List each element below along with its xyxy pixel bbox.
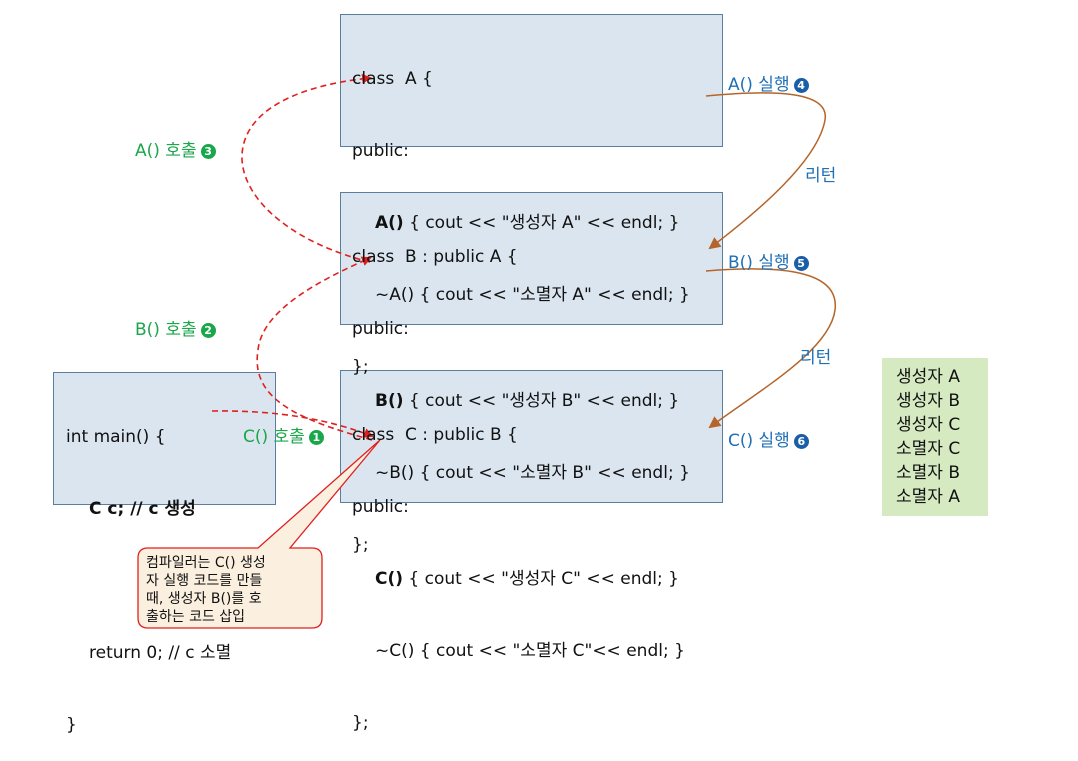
class-c-box [340, 370, 723, 503]
class-b-ctor-name: B() [375, 391, 404, 411]
class-a-line1: class A { [352, 69, 433, 89]
callout-note: 컴파일러는 C() 생성 자 실행 코드를 만들 때, 생성자 B()를 호 출… [146, 554, 318, 626]
class-c-line2: public: [352, 497, 409, 517]
main-line5: } [66, 715, 77, 735]
run-c-text: C() 실행 [728, 431, 790, 451]
class-b-dtor: ~B() { cout << "소멸자 B" << endl; } [375, 463, 690, 483]
output-line: 생성자 C [896, 415, 961, 435]
step-6-badge: 6 [793, 434, 809, 449]
callout-line2: 자 실행 코드를 만들 [146, 573, 263, 589]
callout-line3: 때, 생성자 B()를 호 [146, 591, 262, 607]
class-c-ctor: C() { cout << "생성자 C" << endl; } [352, 567, 685, 591]
step-3-badge: 3 [200, 144, 216, 159]
return-label-1: 리턴 [805, 166, 837, 186]
return-label-2: 리턴 [800, 348, 832, 368]
class-c-line1: class C : public B { [352, 425, 518, 445]
class-b-end: }; [352, 535, 369, 555]
class-a-ctor-body: { cout << "생성자 A" << endl; } [403, 213, 680, 233]
step-2-badge: 2 [200, 323, 216, 338]
callout-bubble [137, 439, 381, 629]
class-a-line2: public: [352, 141, 409, 161]
class-b-line2: public: [352, 319, 409, 339]
class-a-code: class A { public: A() { cout << "생성자 A" … [352, 19, 690, 403]
return-b-arrow [705, 268, 836, 429]
output-line: 생성자 A [896, 367, 960, 387]
step-1-badge: 1 [308, 430, 324, 445]
class-b-code: class B : public A { public: B() { cout … [352, 197, 690, 581]
class-c-dtor: ~C() { cout << "소멸자 C"<< endl; } [375, 641, 685, 661]
call-b-text: B() 호출 [135, 320, 197, 340]
step-5-badge: 5 [793, 256, 809, 271]
call-a-arrow [241, 73, 372, 263]
callout-line1: 컴파일러는 C() 생성 [146, 555, 266, 571]
class-c-code: class C : public B { public: C() { cout … [352, 375, 685, 759]
call-a-text: A() 호출 [135, 141, 197, 161]
call-c-arrow [211, 410, 374, 438]
diagram-arrows [137, 73, 836, 629]
class-b-line1: class B : public A { [352, 247, 518, 267]
class-c-ctor-name: C() [375, 569, 404, 589]
step-4-badge: 4 [793, 78, 809, 93]
call-c-text: C() 호출 [243, 427, 305, 447]
output-line: 생성자 B [896, 391, 960, 411]
output-line: 소멸자 A [896, 487, 960, 507]
class-b-ctor-body: { cout << "생성자 B" << endl; } [403, 391, 680, 411]
class-a-box [340, 14, 723, 147]
class-c-ctor-body: { cout << "생성자 C" << endl; } [403, 569, 679, 589]
run-a-text: A() 실행 [728, 75, 790, 95]
class-c-end: }; [352, 713, 369, 733]
class-a-dtor: ~A() { cout << "소멸자 A" << endl; } [375, 285, 690, 305]
class-b-box [340, 192, 723, 325]
class-a-ctor: A() { cout << "생성자 A" << endl; } [352, 211, 690, 235]
class-a-ctor-name: A() [375, 213, 404, 233]
main-line2: C c; // c 생성 [89, 499, 196, 519]
main-box [53, 372, 276, 505]
class-b-ctor: B() { cout << "생성자 B" << endl; } [352, 389, 690, 413]
output-panel: 생성자 A 생성자 B 생성자 C 소멸자 C 소멸자 B 소멸자 A [882, 358, 988, 516]
call-b-arrow [256, 256, 373, 441]
main-line1: int main() { [66, 427, 166, 447]
main-line4: return 0; // c 소멸 [89, 643, 232, 663]
return-a-arrow [705, 92, 826, 250]
callout-line4: 출하는 코드 삽입 [146, 609, 246, 625]
class-a-end: }; [352, 357, 369, 377]
output-line: 소멸자 C [896, 439, 961, 459]
output-line: 소멸자 B [896, 463, 960, 483]
run-b-text: B() 실행 [728, 253, 790, 273]
